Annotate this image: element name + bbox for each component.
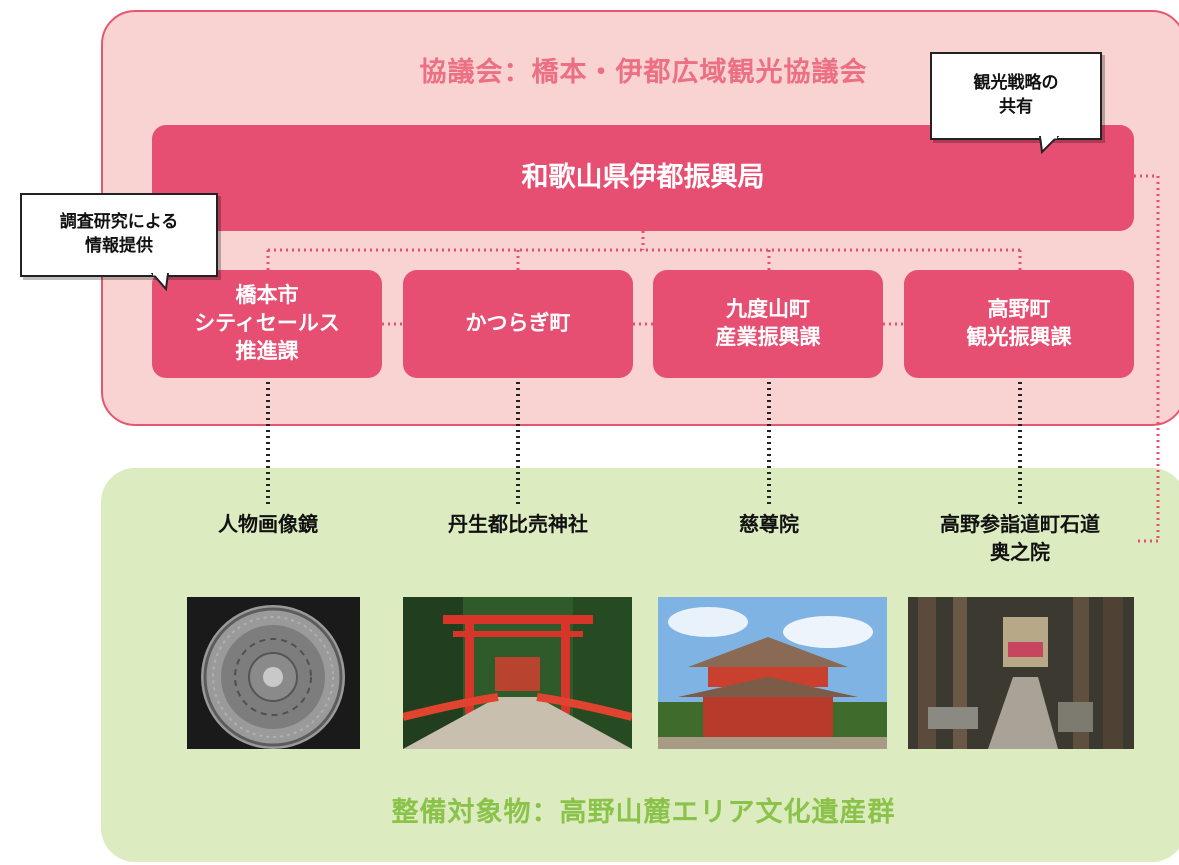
office-koya: 高野町 観光振興課 bbox=[904, 270, 1134, 378]
okunoin-path-photo bbox=[908, 597, 1134, 749]
callout-research-tail bbox=[150, 273, 170, 292]
black-dotted-connectors bbox=[266, 382, 1022, 504]
callout-strategy-tail bbox=[1038, 136, 1060, 155]
shrine-torii-photo bbox=[403, 597, 632, 749]
office-kudoyama: 九度山町 産業振興課 bbox=[653, 270, 883, 378]
bronze-mirror-photo bbox=[187, 597, 360, 749]
jisonin-pagoda-photo bbox=[658, 597, 887, 749]
office-katsuragi: かつらぎ町 bbox=[403, 270, 633, 378]
office-hashimoto: 橋本市 シティセールス 推進課 bbox=[152, 270, 382, 378]
bureau-box: 和歌山県伊都振興局 bbox=[152, 125, 1134, 231]
target-niutsuhime-shrine: 丹生都比売神社 bbox=[448, 512, 588, 536]
targets-title: 整備対象物：高野山麓エリア文化遺産群 bbox=[391, 797, 896, 828]
target-mirror: 人物画像鏡 bbox=[218, 512, 318, 536]
target-jisonin: 慈尊院 bbox=[739, 512, 799, 536]
council-title: 協議会：橋本・伊都広域観光協議会 bbox=[419, 57, 868, 88]
callout-research-info: 調査研究による 情報提供 bbox=[20, 193, 218, 277]
callout-strategy-sharing: 観光戦略の 共有 bbox=[930, 52, 1102, 140]
pink-dotted-connectors bbox=[266, 174, 1160, 543]
target-choishimichi-okunoin: 高野参詣道町石道 奥之院 bbox=[940, 512, 1100, 564]
